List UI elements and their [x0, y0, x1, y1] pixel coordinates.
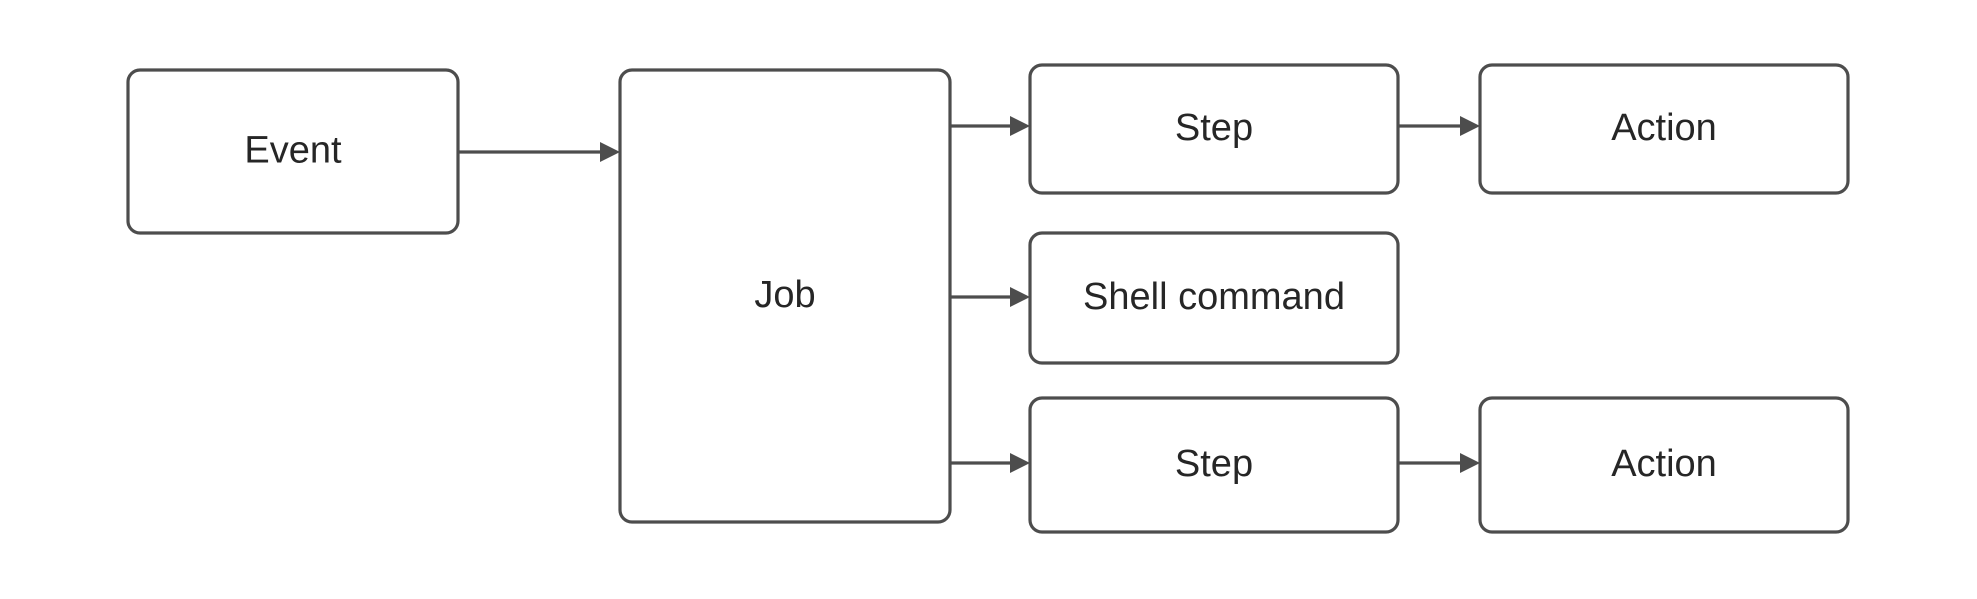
node-job[interactable]: Job: [618, 68, 952, 524]
node-box: [1478, 63, 1850, 195]
node-label: Job: [754, 274, 815, 316]
edge-job-to-step-bottom: [950, 453, 1030, 473]
node-label: Step: [1175, 107, 1253, 149]
node-label: Action: [1611, 107, 1717, 149]
arrowhead-icon: [1010, 287, 1030, 307]
node-action-top[interactable]: Action: [1478, 63, 1850, 195]
node-event[interactable]: Event: [126, 68, 460, 235]
node-box: [1028, 396, 1400, 534]
edge-job-to-shell-command: [950, 287, 1030, 307]
arrowhead-icon: [1460, 116, 1480, 136]
arrowhead-icon: [1460, 453, 1480, 473]
node-box: [618, 68, 952, 524]
node-label: Event: [244, 130, 342, 172]
node-box: [1478, 396, 1850, 534]
edge-step-top-to-action-top: [1398, 116, 1480, 136]
node-action-bottom[interactable]: Action: [1478, 396, 1850, 534]
edges-layer: [458, 116, 1480, 473]
node-label: Step: [1175, 443, 1253, 485]
node-box: [1028, 231, 1400, 365]
edge-step-bottom-to-action-bottom: [1398, 453, 1480, 473]
arrowhead-icon: [1010, 116, 1030, 136]
node-shell-command[interactable]: Shell command: [1028, 231, 1400, 365]
node-step-bottom[interactable]: Step: [1028, 396, 1400, 534]
node-step-top[interactable]: Step: [1028, 63, 1400, 195]
edge-job-to-step-top: [950, 116, 1030, 136]
arrowhead-icon: [1010, 453, 1030, 473]
node-box: [1028, 63, 1400, 195]
edge-event-to-job: [458, 142, 620, 162]
arrowhead-icon: [600, 142, 620, 162]
node-box: [126, 68, 460, 235]
node-label: Shell command: [1083, 276, 1345, 318]
node-label: Action: [1611, 443, 1717, 485]
